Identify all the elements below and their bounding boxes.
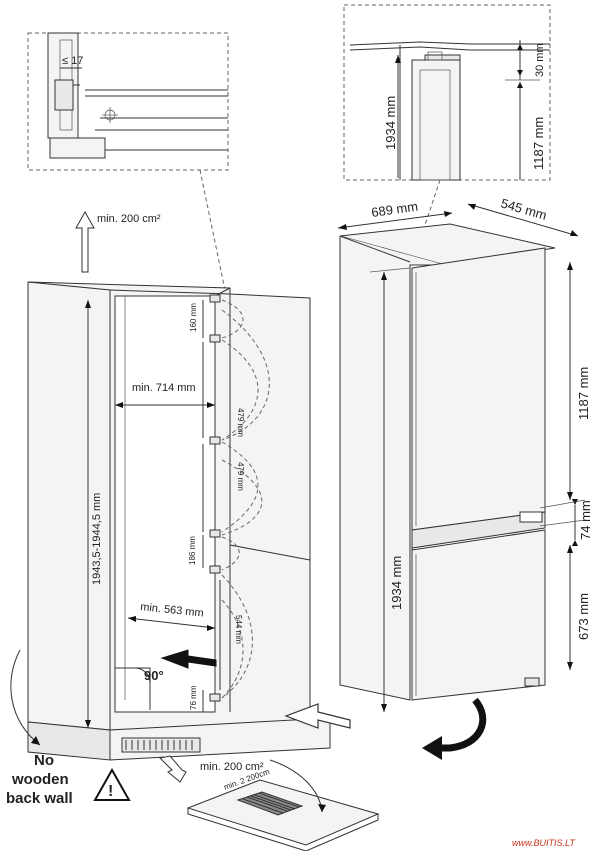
detail-1187-label: 1187 mm: [531, 117, 546, 170]
appliance-height-label: 1934 mm: [389, 556, 404, 610]
warning-line-3: back wall: [6, 790, 73, 807]
top-door-label: 1187 mm: [576, 367, 591, 420]
appliance-depth-label: 545 mm: [499, 195, 548, 222]
bottom-door-label: 673 mm: [576, 593, 591, 640]
warning-line-2: wooden: [11, 771, 69, 788]
watermark-label: www.BUITIS.LT: [512, 838, 576, 848]
vent-bottom-label: min. 200 cm²: [200, 761, 264, 773]
hinge-479a-label: 479 mm: [236, 408, 245, 437]
insert-arrow: [284, 703, 351, 729]
width-top-label: min. 714 mm: [132, 382, 196, 394]
connector-left: [199, 169, 226, 291]
niche-height-label: 1943,5-1944,5 mm: [91, 493, 103, 585]
warning-line-1: No: [34, 752, 54, 769]
floor-plate: min. 2 200cm: [186, 759, 380, 852]
detail-top-left: ≤ 17: [27, 32, 229, 171]
dim-17-label: ≤ 17: [62, 55, 83, 67]
hinge-76-label: 76 mm: [189, 685, 198, 710]
rotate-arrow: [430, 697, 487, 752]
detail-30-label: 30 mm: [534, 43, 546, 77]
hinge-544-label: 544 mm: [234, 615, 243, 644]
gap-label: 74 mm: [578, 500, 593, 540]
detail-top-right: 1934 mm 30 mm 1187 mm: [343, 4, 551, 181]
push-arrow-black: [160, 649, 217, 669]
appliance-drawing: 689 mm 545 mm 1934 mm 1187 mm 74 mm 673 …: [337, 195, 593, 712]
angle-label: 90°: [144, 668, 164, 683]
hinge-479b-label: 479 mm: [236, 462, 245, 491]
exclamation-icon: !: [108, 783, 113, 800]
hinge-160-label: 160 mm: [189, 303, 198, 332]
niche-drawing: min. 200 cm² 1943,5-1944,5 mm: [27, 210, 331, 783]
warning-triangle-icon: [93, 767, 131, 801]
appliance-width-label: 689 mm: [370, 199, 419, 220]
hinge-186-label: 186 mm: [188, 536, 197, 565]
no-wooden-back-wall-warning: No wooden back wall !: [6, 649, 131, 807]
detail-1934-label: 1934 mm: [383, 96, 398, 150]
vent-top-label: min. 200 cm²: [97, 213, 161, 225]
